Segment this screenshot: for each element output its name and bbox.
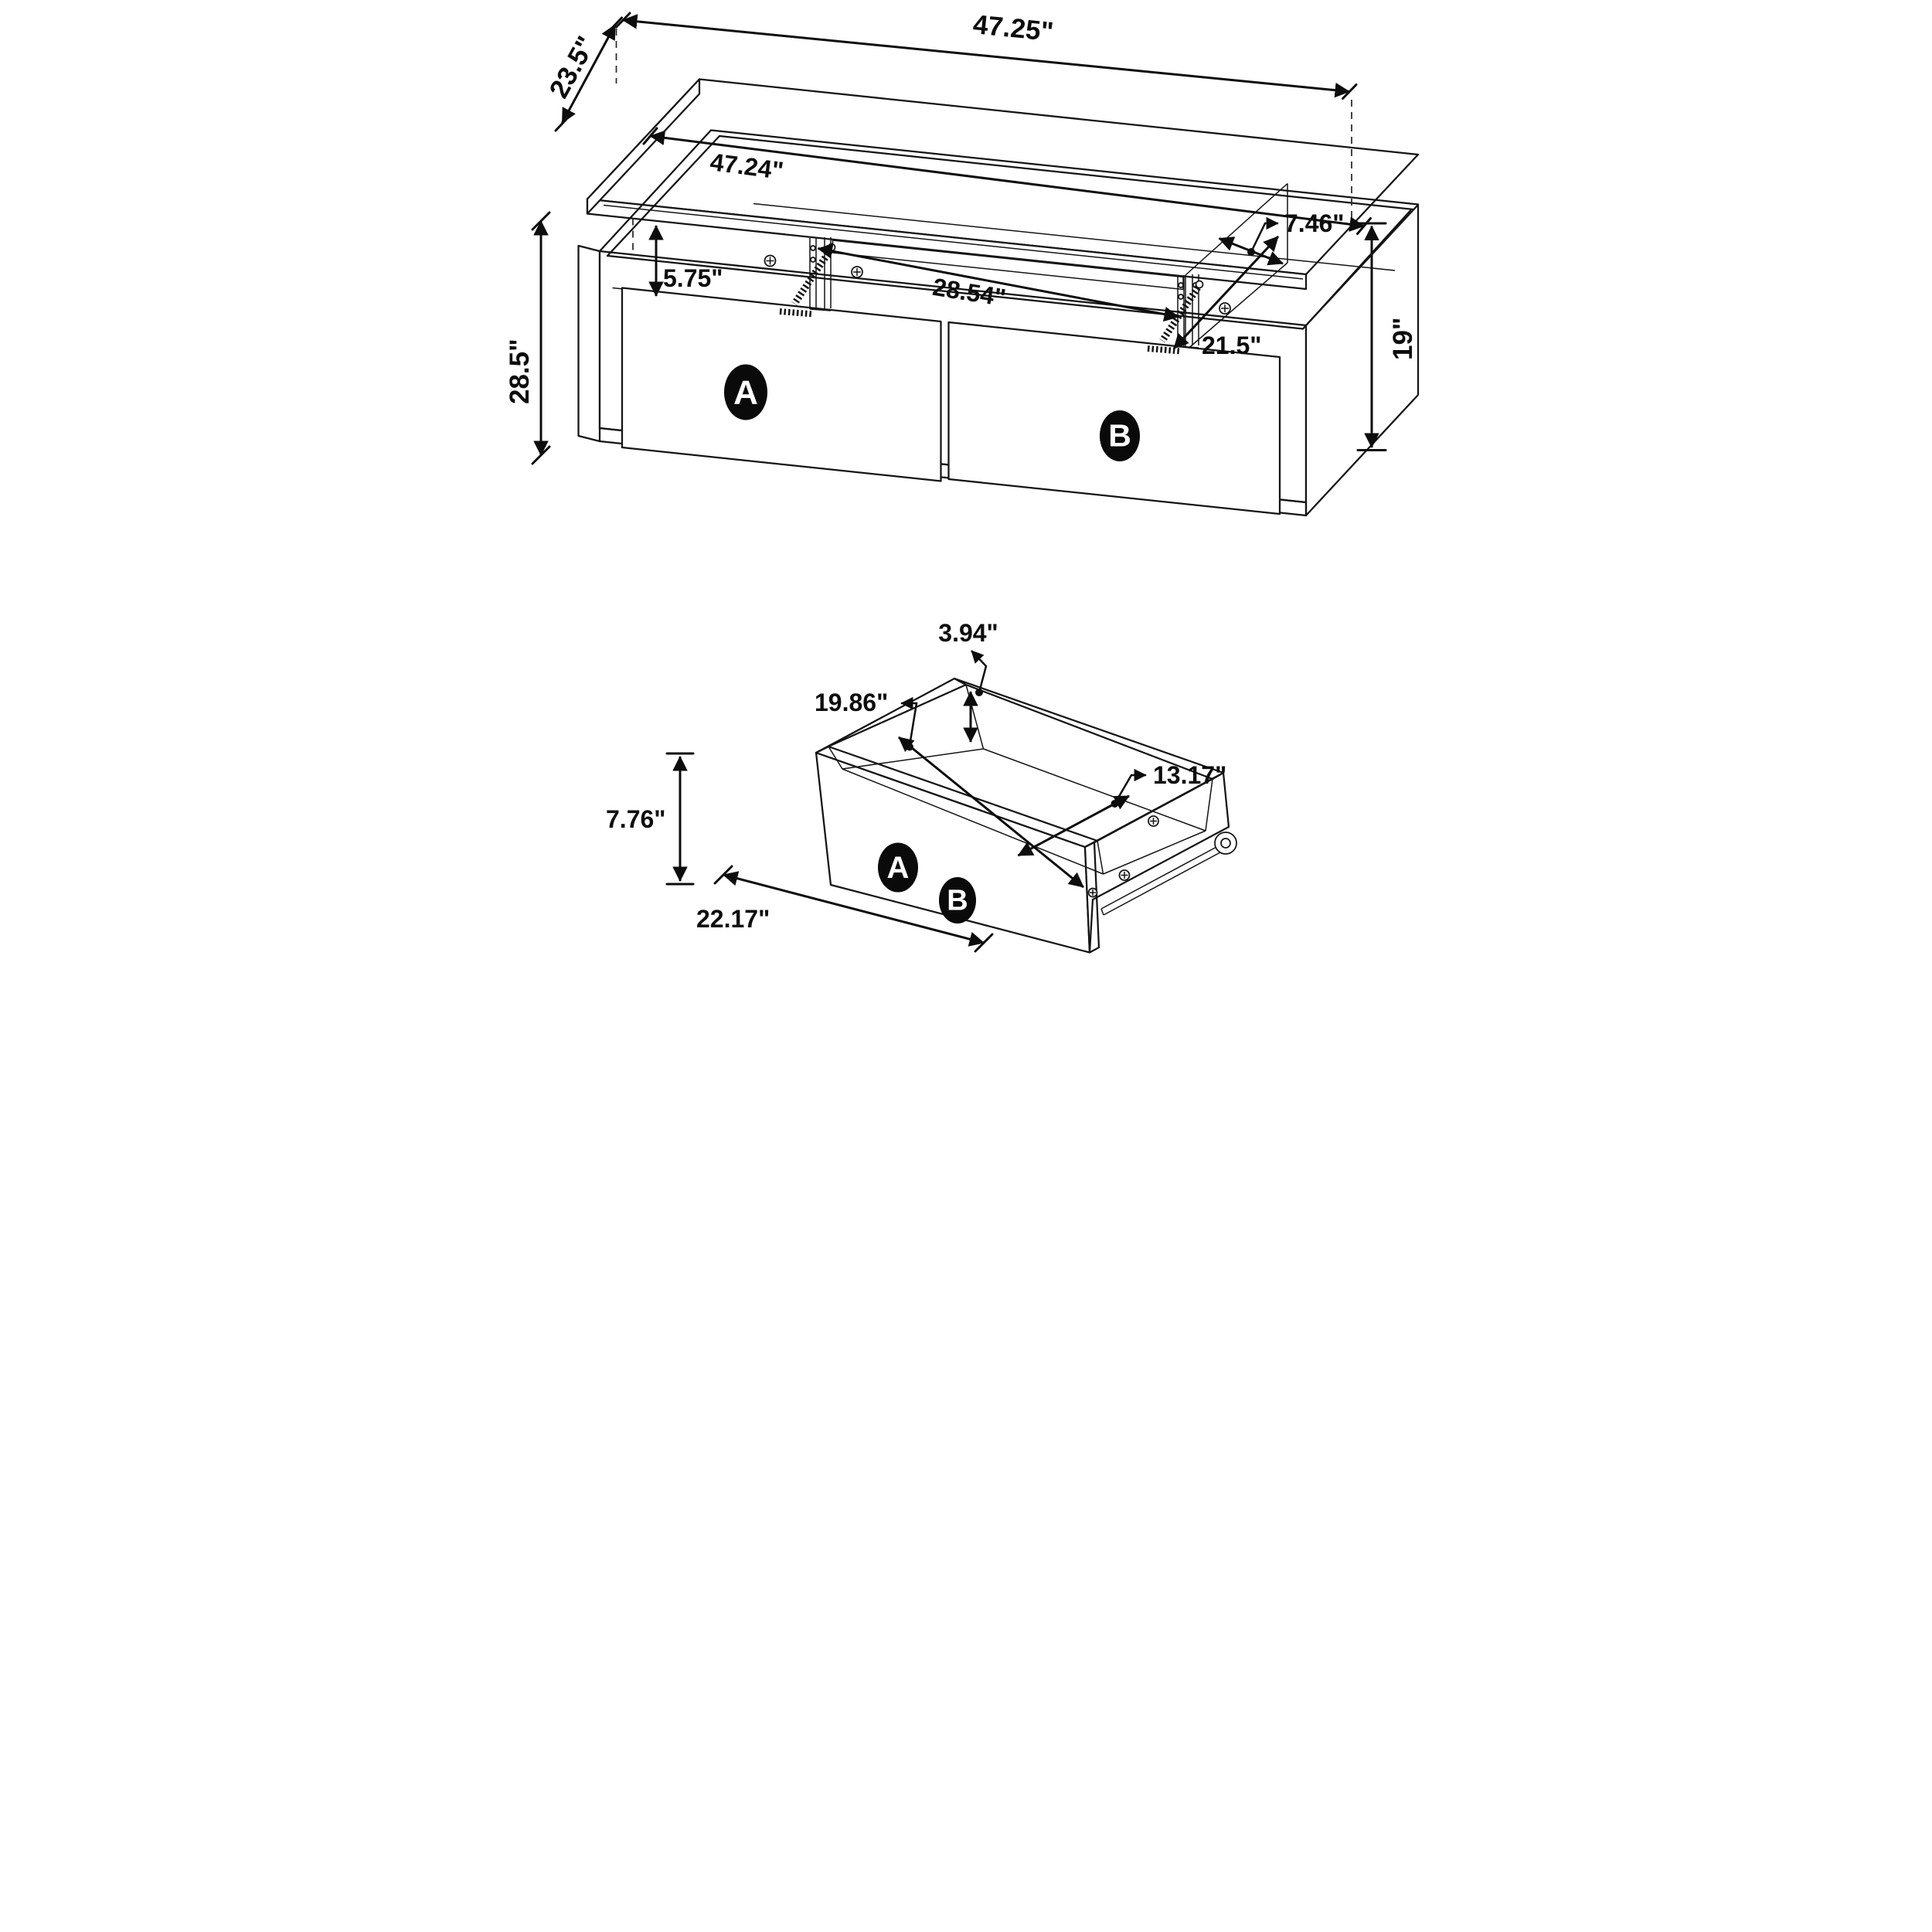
strut-hole: [1178, 282, 1184, 288]
drawer-view-a-badge: A: [878, 842, 918, 893]
pivot-rod: [779, 308, 814, 318]
pivot-rod: [1147, 345, 1182, 355]
dim-lift-clearance-label: 5.75": [663, 264, 723, 292]
tabletop: [586, 78, 1420, 291]
strut-hole: [810, 245, 816, 251]
dim-overall-height-label: 28.5": [505, 338, 535, 404]
drawer-slide-rail: [1100, 845, 1221, 916]
dimension-diagram: A B: [483, 0, 1449, 966]
dim-back-panel-height: 3.94": [938, 619, 998, 743]
dim-back-panel-height-label: 3.94": [938, 619, 998, 647]
diagram-stage: A B: [483, 0, 1449, 966]
dim-drawer-inner-width: 13.17": [1017, 761, 1226, 857]
main-view: A B: [505, 9, 1420, 517]
body-right-end-face: [1304, 203, 1420, 517]
drawer-right-panel-outer: [1088, 771, 1230, 954]
panel-screw-icon: [764, 254, 777, 267]
table-body: A B: [577, 129, 1420, 517]
dim-side-shelf-depth-label: 7.46": [1284, 209, 1344, 237]
panel-screw-icon: [1219, 302, 1231, 315]
drawer-b-badge: B: [1100, 410, 1140, 461]
dim-front-width: 22.17": [696, 865, 994, 953]
dim-front-height: 7.76": [606, 752, 695, 886]
dim-compartment-depth: 21.5": [1172, 235, 1280, 359]
panel-screw-icon: [1148, 815, 1159, 827]
panel-screw-icon: [1087, 887, 1098, 898]
drawer-box: A B: [815, 677, 1237, 954]
drawer-a-front[interactable]: [621, 287, 942, 482]
strut-hole: [810, 257, 816, 263]
dim-drawer-inner-width-label: 13.17": [1153, 761, 1226, 789]
dim-top-depth: 23.5": [543, 16, 623, 132]
drawer-a-badge: A: [724, 364, 767, 420]
dim-front-width-label: 22.17": [696, 905, 770, 933]
dim-base-height-label: 19": [1388, 317, 1418, 360]
slide-roller-hub: [1220, 838, 1231, 849]
drawer-b-label: B: [1108, 418, 1131, 454]
dim-compartment-depth-label: 21.5": [1202, 332, 1261, 359]
dim-overall-height: 28.5": [505, 211, 551, 465]
drawer-view-b-label: B: [947, 885, 968, 917]
drawer-a-label: A: [733, 374, 758, 412]
dim-lift-clearance: 5.75": [648, 225, 723, 297]
spring-bolt: [1195, 280, 1204, 289]
dim-inner-length-label: 19.86": [815, 689, 888, 716]
dim-top-width: 47.25": [615, 9, 1358, 100]
panel-screw-icon: [851, 266, 863, 278]
drawer-view-a-label: A: [887, 851, 910, 885]
drawer-view: A B 3.94" 19.86" 13.17": [606, 619, 1237, 954]
strut-hole: [1178, 294, 1184, 300]
drawer-view-b-badge: B: [939, 877, 976, 923]
dim-top-width-label: 47.25": [971, 9, 1054, 47]
dim-front-height-label: 7.76": [606, 805, 665, 833]
dim-base-height: 19": [1356, 222, 1418, 451]
dim-inner-length: 19.86": [815, 689, 1084, 889]
body-left-stile: [577, 244, 601, 443]
panel-screw-icon: [1118, 869, 1131, 881]
